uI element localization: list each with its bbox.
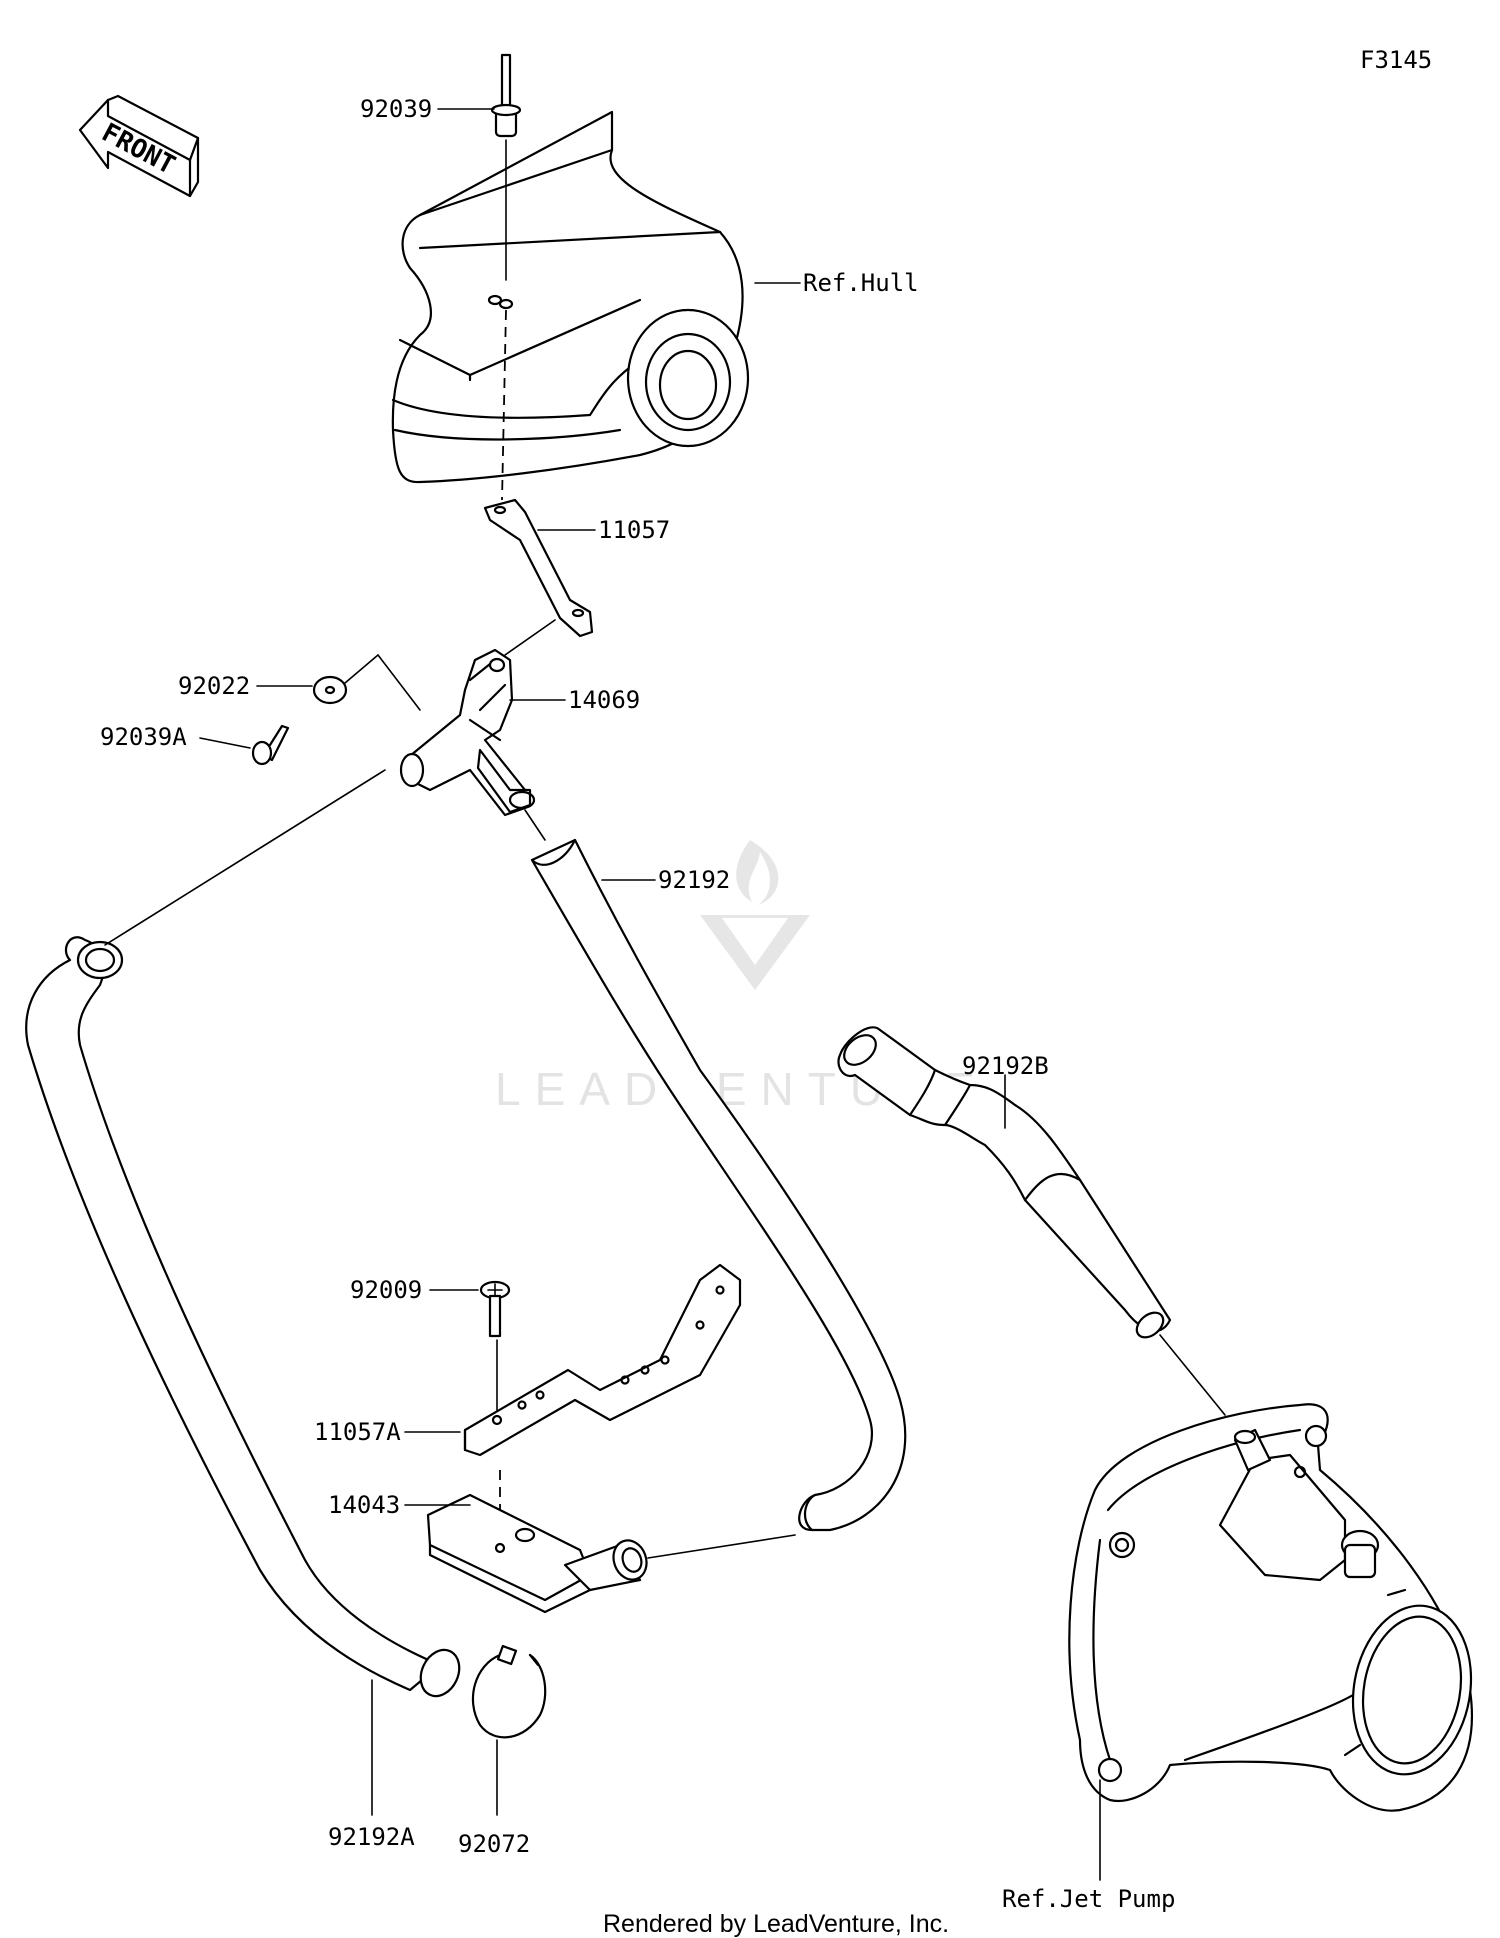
label-ref-hull: Ref.Hull [803,269,919,297]
label-92192B: 92192B [962,1052,1049,1080]
label-14043: 14043 [328,1491,400,1519]
rivet-92039A [251,724,290,766]
jet-pump-reference [1068,1403,1473,1812]
rivet-92039 [490,53,522,138]
clamp-92072 [471,1644,547,1739]
front-label: FRONT [97,118,180,181]
label-92039: 92039 [360,95,432,123]
diagram-code: F3145 [1360,46,1432,74]
label-11057A: 11057A [314,1418,401,1446]
screw-92009 [479,1280,511,1338]
label-92192A: 92192A [328,1823,415,1851]
label-92022: 92022 [178,672,250,700]
footer-credit: Rendered by LeadVenture, Inc. [603,1910,949,1938]
label-92009: 92009 [350,1276,422,1304]
fitting-14069 [399,648,536,817]
fitting-14043 [426,1493,648,1614]
bracket-11057A [463,1263,742,1457]
hull-reference [391,110,750,484]
label-11057: 11057 [598,516,670,544]
label-92039A: 92039A [100,723,187,751]
bracket-11057 [483,498,594,638]
leadventure-watermark: LEADVENTURE [495,840,975,1115]
hose-92192 [530,838,907,1532]
label-92072: 92072 [458,1830,530,1858]
hose-92192A [25,936,461,1698]
label-14069: 14069 [568,686,640,714]
label-92192: 92192 [658,866,730,894]
washer-92022 [312,675,348,705]
front-arrow-icon: FRONT [78,94,200,198]
hose-92192B [837,1026,1172,1339]
label-ref-jet-pump: Ref.Jet Pump [1002,1885,1175,1913]
